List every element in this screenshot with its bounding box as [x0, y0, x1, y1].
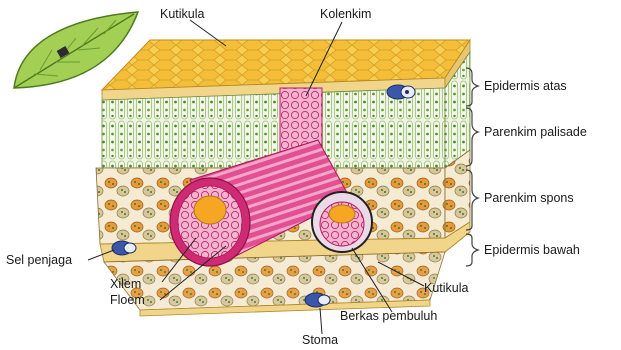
label-kutikula-top: Kutikula	[160, 7, 205, 21]
label-stoma: Stoma	[302, 333, 338, 347]
xylem-core	[194, 196, 226, 224]
label-kutikula-bottom: Kutikula	[424, 281, 469, 295]
guard-cell-left	[112, 241, 136, 255]
leader-stoma	[320, 308, 322, 334]
vein-section-callout	[312, 192, 372, 252]
label-floem: Floem	[110, 293, 145, 307]
guard-cell-bottom	[305, 293, 330, 307]
label-kolenkim: Kolenkim	[320, 7, 371, 21]
brace-epidermis-bawah	[466, 234, 478, 266]
label-sel-penjaga: Sel penjaga	[6, 253, 72, 267]
label-parenkim-spons: Parenkim spons	[484, 191, 574, 205]
label-xilem: Xilem	[110, 277, 141, 291]
label-epidermis-bawah: Epidermis bawah	[484, 243, 580, 257]
guard-cell-right	[387, 85, 415, 99]
label-epidermis-atas: Epidermis atas	[484, 79, 567, 93]
label-parenkim-palisade: Parenkim palisade	[484, 125, 587, 139]
label-berkas-pembuluh: Berkas pembuluh	[340, 309, 437, 323]
